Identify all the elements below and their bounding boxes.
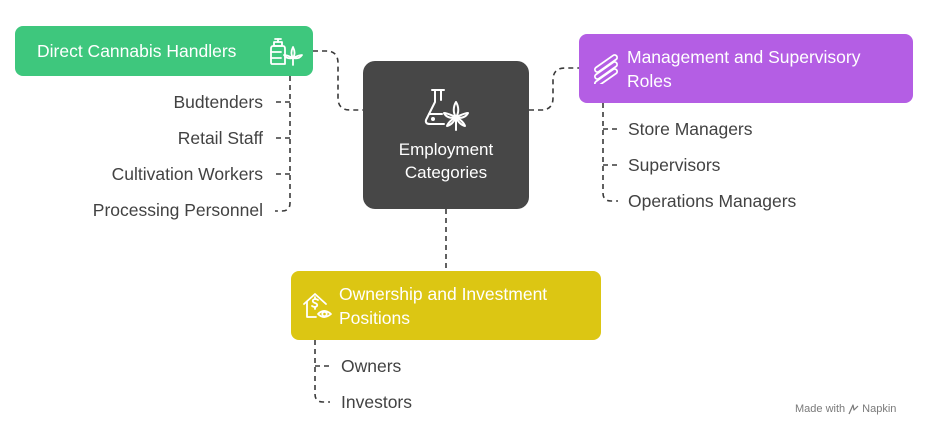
management-label-line2: Roles — [627, 70, 672, 91]
center-title-line2: Categories — [404, 163, 488, 182]
napkin-logo-icon — [848, 403, 859, 414]
napkin-brand-text: Napkin — [862, 403, 897, 415]
direct-cannabis-handlers-label: Direct Cannabis Handlers — [37, 41, 237, 61]
ownership-label-line1: Ownership and Investment — [339, 283, 548, 304]
item-processing-personnel: Processing Personnel — [92, 200, 263, 220]
management-label-line1: Management and Supervisory — [627, 46, 861, 67]
item-operations-managers: Operations Managers — [628, 191, 797, 211]
center-title: Employment Categories — [399, 138, 493, 184]
item-store-managers: Store Managers — [628, 119, 753, 139]
item-budtenders: Budtenders — [173, 92, 263, 112]
ownership-investment-label: Ownership and Investment Positions — [339, 282, 547, 330]
made-with-text: Made with — [795, 403, 846, 415]
ownership-label-line2: Positions — [339, 307, 411, 328]
made-with-napkin: Made with Napkin — [795, 403, 896, 415]
flask-cannabis-icon — [424, 89, 469, 131]
item-supervisors: Supervisors — [628, 155, 721, 175]
item-cultivation-workers: Cultivation Workers — [111, 164, 263, 184]
dollar-house-eye-icon — [303, 293, 332, 318]
management-supervisory-node: Management and Supervisory Roles — [579, 34, 913, 103]
management-supervisory-label: Management and Supervisory Roles — [627, 45, 860, 93]
roles-icon — [593, 54, 619, 84]
center-title-line1: Employment — [398, 140, 494, 159]
item-owners: Owners — [341, 356, 402, 376]
item-investors: Investors — [341, 392, 412, 412]
item-retail-staff: Retail Staff — [177, 128, 263, 148]
center-node: Employment Categories — [363, 61, 529, 209]
cannabis-jar-icon — [270, 38, 303, 66]
ownership-investment-node: Ownership and Investment Positions — [291, 271, 601, 340]
direct-cannabis-handlers-node: Direct Cannabis Handlers — [15, 26, 313, 76]
